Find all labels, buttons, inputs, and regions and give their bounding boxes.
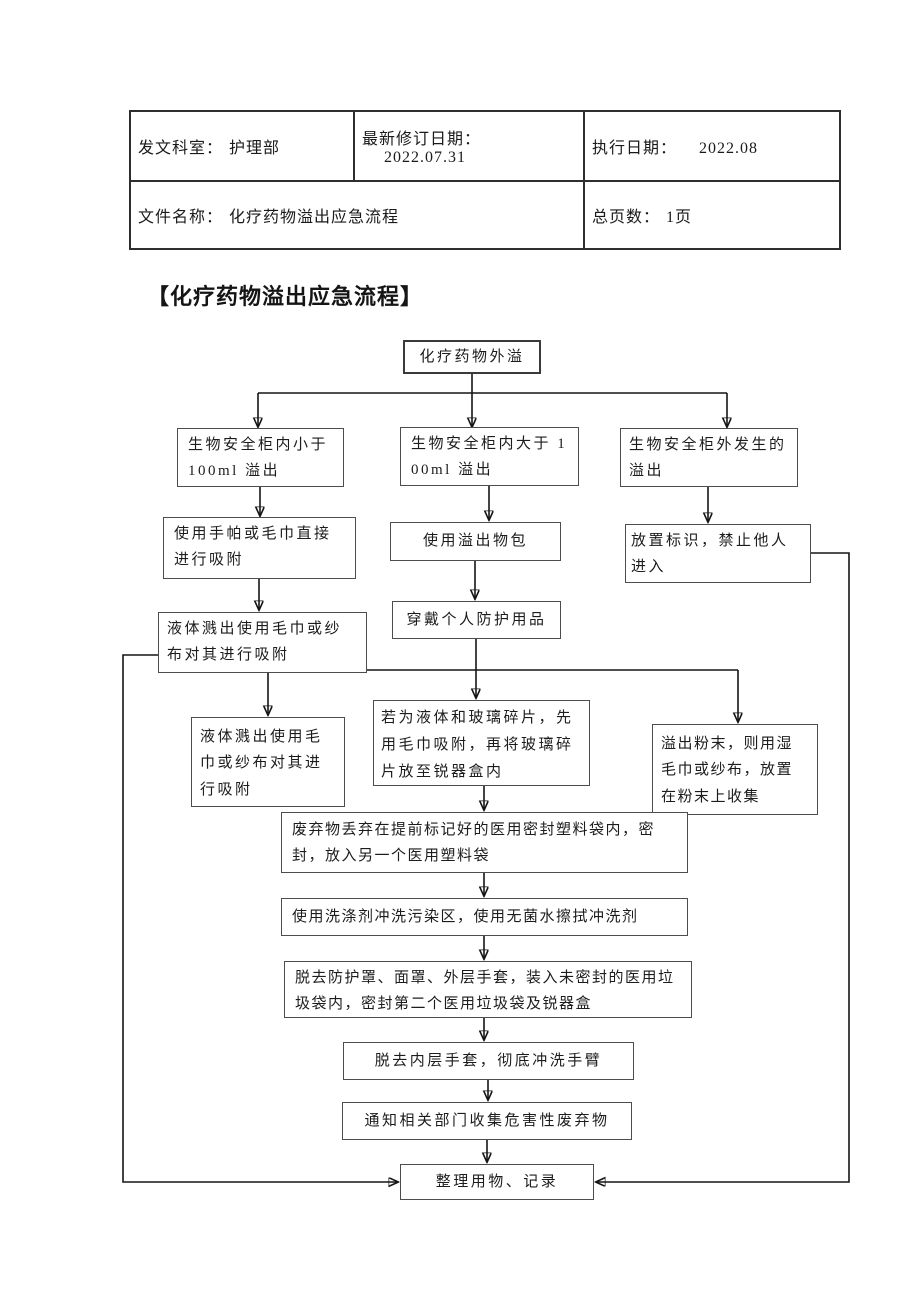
page-title: 【化疗药物溢出应急流程】 [147,284,424,309]
document-header-table: 发文科室：护理部 最新修订日期：2022.07.31 执行日期：2022.08 … [129,110,841,250]
execution-date-value: 2022.08 [699,140,759,157]
flow-node-place-sign: 放置标识，禁止他人进入 [625,524,811,583]
flow-node-liquid-splash-absorb: 液体溅出使用毛巾或纱布对其进行吸附 [158,612,367,673]
flow-node-liquid-splash-absorb-2: 液体溅出使用毛巾或纱布对其进行吸附 [191,717,345,807]
flow-node-wash-contaminated-area: 使用洗涤剂冲洗污染区，使用无菌水擦拭冲洗剂 [281,898,688,936]
flow-node-remove-outer-gear: 脱去防护罩、面罩、外层手套，装入未密封的医用垃圾袋内，密封第二个医用垃圾袋及锐器… [284,961,692,1018]
execution-date-cell: 执行日期： 2022.08 [583,110,841,182]
issuing-dept-cell: 发文科室： 护理部 [129,110,355,182]
flow-node-notify-department: 通知相关部门收集危害性废弃物 [342,1102,632,1140]
flow-node-powder-spill: 溢出粉末，则用湿毛巾或纱布，放置在粉末上收集 [652,724,818,815]
flow-node-outside-cabinet: 生物安全柜外发生的溢出 [620,428,798,487]
flow-node-wear-ppe: 穿戴个人防护用品 [392,601,561,639]
total-pages-value: 1页 [666,209,693,226]
flow-node-use-towel-direct: 使用手帕或毛巾直接进行吸附 [163,517,356,579]
file-name-label: 文件名称： [138,209,224,226]
total-pages-cell: 总页数： 1页 [583,180,841,250]
revision-date-value: 2022.07.31 [384,149,466,166]
file-name-value: 化疗药物溢出应急流程 [229,209,400,226]
flow-node-waste-seal-bag: 废弃物丢弃在提前标记好的医用密封塑料袋内，密封，放入另一个医用塑料袋 [281,812,688,873]
execution-date-label: 执行日期： [592,140,678,157]
flow-node-use-spill-kit: 使用溢出物包 [390,522,561,561]
issuing-dept-label: 发文科室： [138,140,224,157]
total-pages-label: 总页数： [592,209,661,226]
flow-node-in-cabinet-large: 生物安全柜内大于 100ml 溢出 [400,427,579,486]
header-row-2: 文件名称： 化疗药物溢出应急流程 总页数： 1页 [129,180,841,250]
flow-node-remove-inner-gloves: 脱去内层手套，彻底冲洗手臂 [343,1042,634,1080]
flow-node-liquid-glass-fragments: 若为液体和玻璃碎片，先用毛巾吸附，再将玻璃碎片放至锐器盒内 [373,700,590,786]
revision-date-cell: 最新修订日期：2022.07.31 [353,110,585,182]
file-name-cell: 文件名称： 化疗药物溢出应急流程 [129,180,585,250]
revision-date-label: 最新修订日期： [362,131,482,148]
issuing-dept-value: 护理部 [229,140,281,157]
flow-node-tidy-and-record: 整理用物、记录 [400,1164,594,1200]
flow-node-start: 化疗药物外溢 [403,340,541,374]
header-row-1: 发文科室： 护理部 最新修订日期：2022.07.31 执行日期： 2022.08 [129,110,841,182]
flow-node-in-cabinet-small: 生物安全柜内小于 100ml 溢出 [177,428,344,487]
